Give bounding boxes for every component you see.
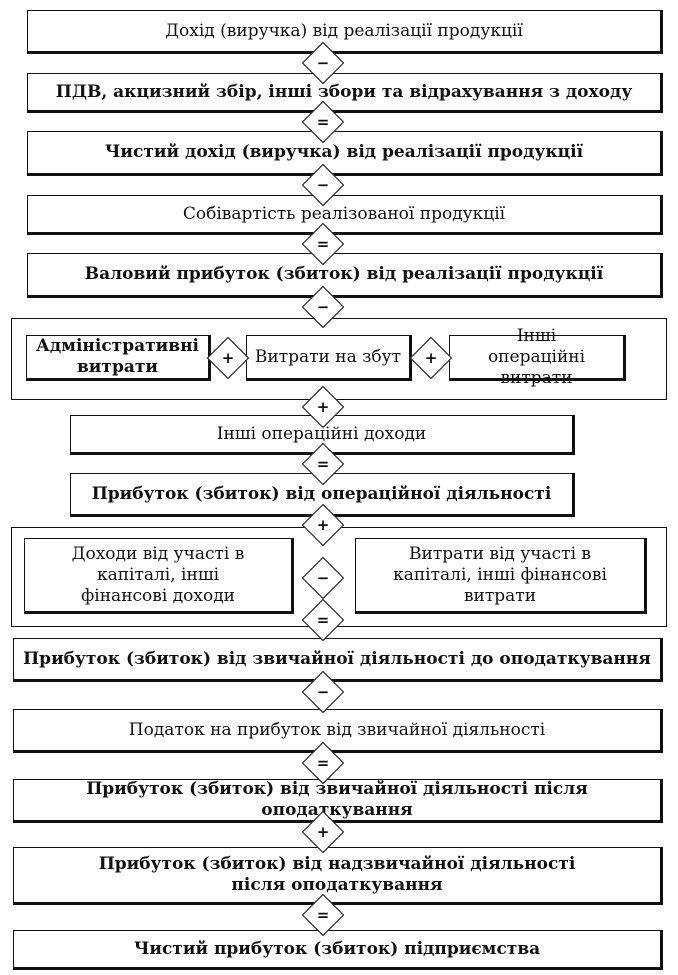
gross-profit-box: Валовий прибуток (збиток) від реалізації… bbox=[27, 253, 663, 298]
equals-operator: = bbox=[316, 112, 330, 131]
plus-operator: + bbox=[316, 515, 330, 534]
financial-income-box: Доходи від участі в капіталі, інші фінан… bbox=[24, 538, 294, 614]
plus-operator: + bbox=[316, 822, 330, 841]
plus-operator: + bbox=[221, 348, 235, 367]
financial-expenses-box: Витрати від участі в капіталі, інші фіна… bbox=[355, 538, 647, 614]
other-operating-expenses-box: Інші операційні витрати bbox=[449, 326, 626, 388]
equals-operator: = bbox=[316, 234, 330, 253]
ordinary-profit-before-tax-box: Прибуток (збиток) від звичайної діяльнос… bbox=[13, 638, 663, 682]
equals-operator: = bbox=[316, 454, 330, 473]
minus-operator: − bbox=[316, 297, 330, 316]
minus-operator: − bbox=[316, 175, 330, 194]
vat-box: ПДВ, акцизний збір, інші збори та відрах… bbox=[27, 73, 663, 113]
income-tax-box: Податок на прибуток від звичайної діяльн… bbox=[13, 709, 663, 753]
minus-operator: − bbox=[316, 568, 330, 587]
net-profit-box: Чистий прибуток (збиток) підприємства bbox=[13, 930, 663, 970]
plus-operator: + bbox=[424, 348, 438, 367]
operating-expenses-frame bbox=[11, 318, 667, 400]
minus-operator: − bbox=[316, 53, 330, 72]
equals-operator: = bbox=[316, 753, 330, 772]
selling-expenses-box: Витрати на збут bbox=[246, 335, 412, 381]
plus-operator: + bbox=[316, 397, 330, 416]
extraordinary-profit-box: Прибуток (збиток) від надзвичайної діяль… bbox=[13, 847, 663, 905]
equals-operator: = bbox=[316, 610, 330, 629]
equals-operator: = bbox=[316, 905, 330, 924]
cost-of-sales-box: Собівартість реалізованої продукції bbox=[27, 195, 663, 235]
minus-operator: − bbox=[316, 682, 330, 701]
revenue-box: Дохід (виручка) від реалізації продукції bbox=[27, 10, 663, 54]
ordinary-profit-after-tax-box: Прибуток (збиток) від звичайної діяльнос… bbox=[13, 779, 663, 823]
admin-expenses-box: Адміністративні витрати bbox=[26, 335, 211, 381]
net-revenue-box: Чистий дохід (виручка) від реалізації пр… bbox=[27, 131, 663, 176]
